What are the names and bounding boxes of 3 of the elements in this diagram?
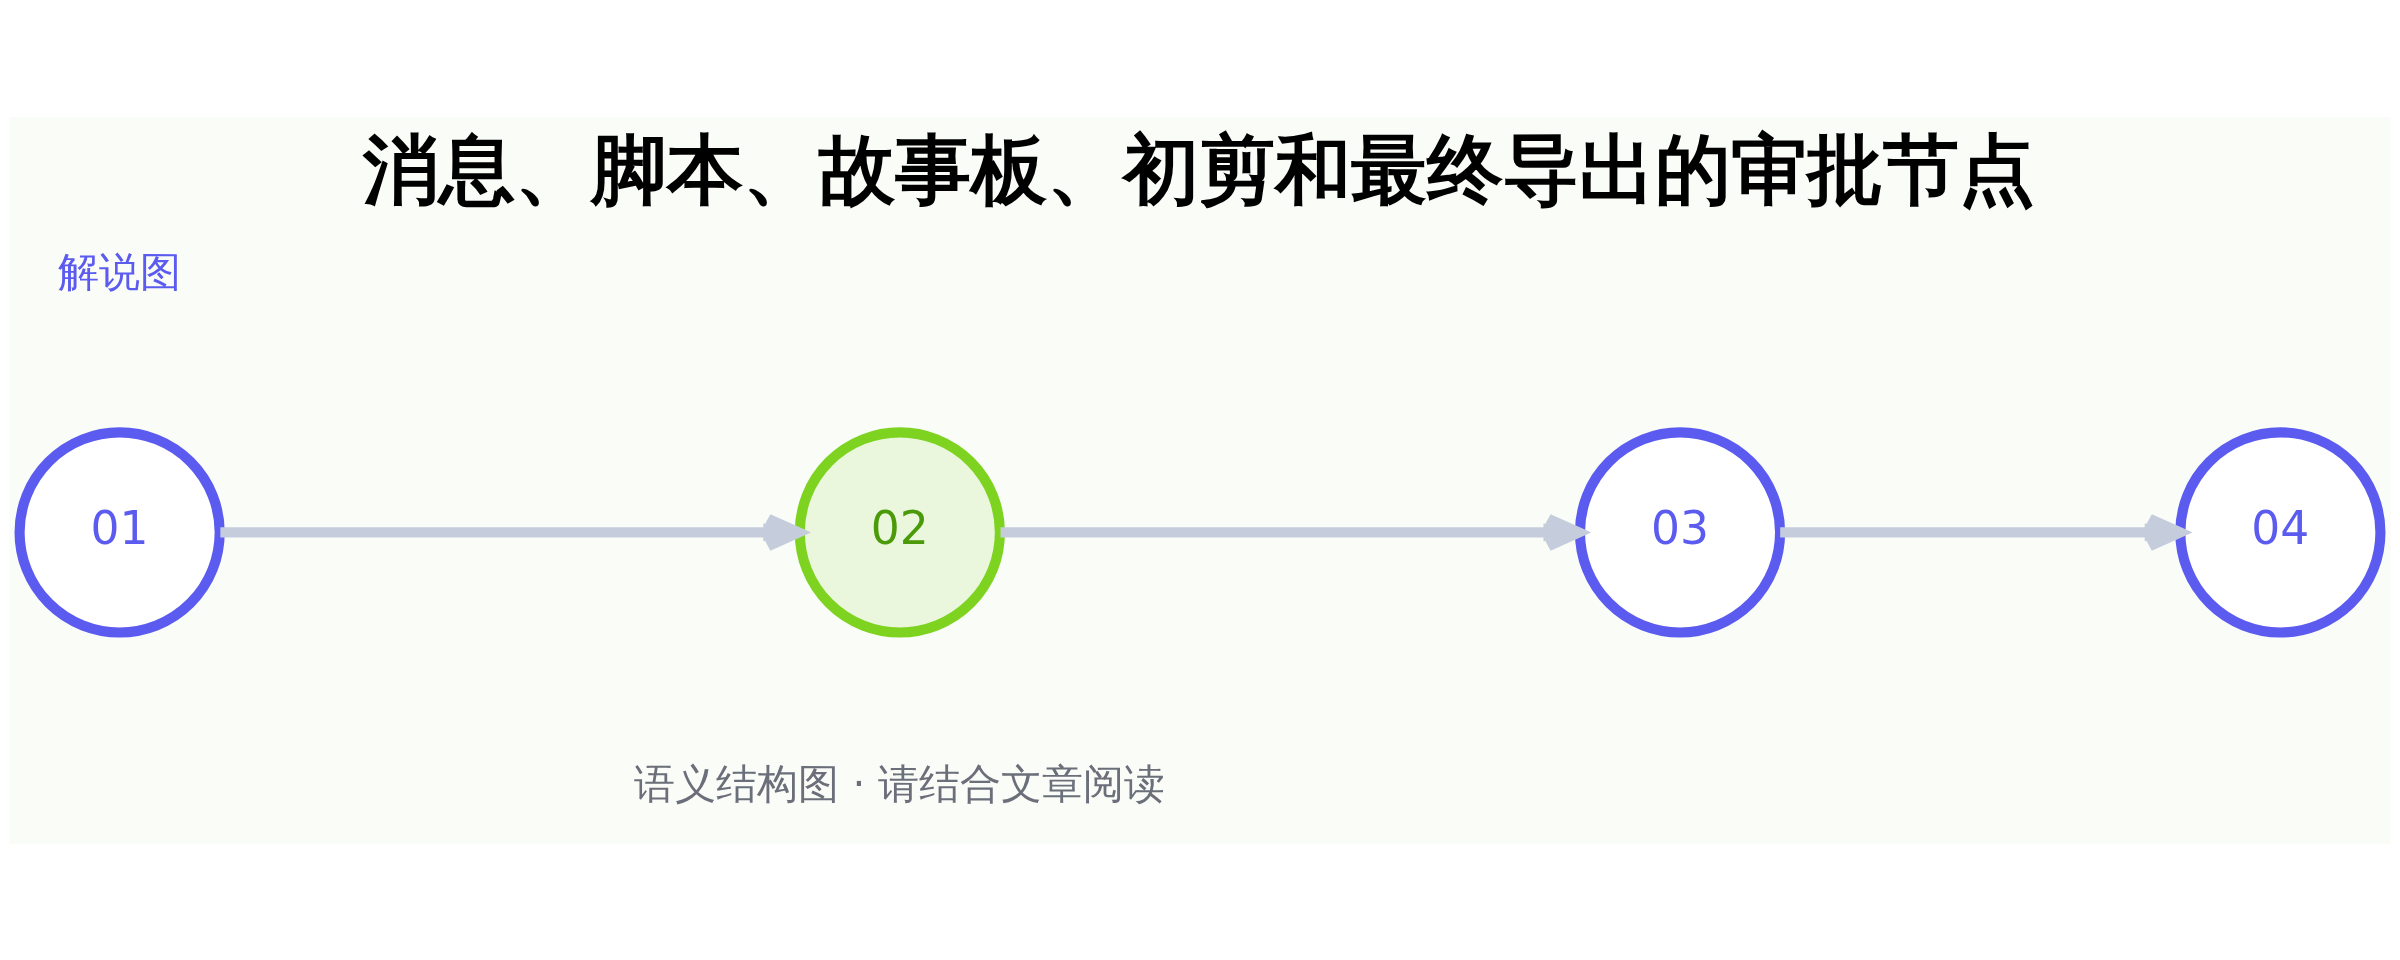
caption: 语义结构图 · 请结合文章阅读 — [634, 759, 1166, 808]
diagram-title: 消息、脚本、故事板、初剪和最终导出的审批节点 — [362, 124, 2035, 214]
label: 解说图 — [58, 247, 182, 296]
